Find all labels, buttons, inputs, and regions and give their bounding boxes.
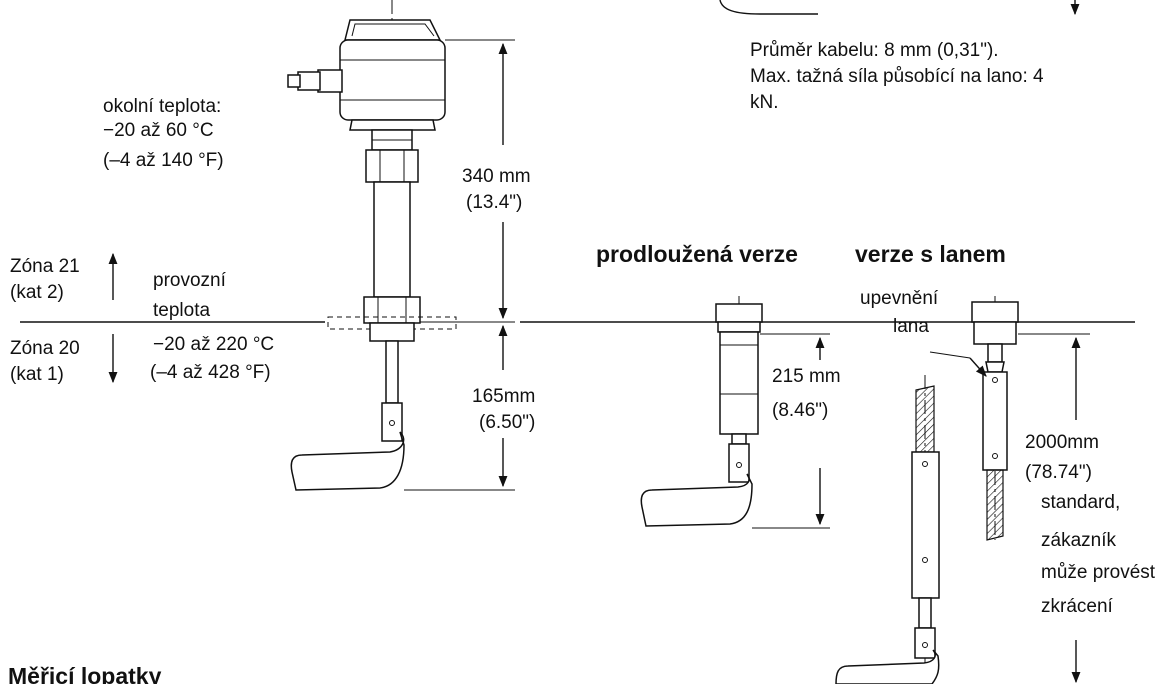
- process-temp-fahrenheit: (–4 až 428 °F): [150, 362, 271, 383]
- ambient-temp-label: okolní teplota:: [103, 96, 221, 117]
- cable-length-mm: 2000mm: [1025, 432, 1099, 453]
- zone-20-category: (kat 1): [10, 364, 64, 385]
- section-title: Měřicí lopatky: [8, 663, 162, 684]
- cable-length-note-4: zkrácení: [1041, 596, 1114, 617]
- process-temp-label-2: teplota: [153, 300, 210, 321]
- cable-length-inch: (78.74"): [1025, 462, 1092, 483]
- cable-length-note-2: zákazník: [1041, 530, 1116, 551]
- paddle-dim-mm: 165mm: [472, 386, 535, 407]
- paddle-dim-inch: (6.50"): [479, 412, 535, 433]
- ambient-temp-celsius: −20 až 60 °C: [103, 120, 214, 141]
- cable-version-title: verze s lanem: [855, 241, 1006, 267]
- cable-version-device: [835, 296, 1090, 685]
- process-temp-label-1: provozní: [153, 270, 227, 291]
- ambient-temp-fahrenheit: (–4 až 140 °F): [103, 150, 224, 171]
- extension-dim-mm: 215 mm: [772, 366, 841, 387]
- cable-tensile-text-2: kN.: [750, 92, 779, 113]
- cable-tensile-text-1: Max. tažná síla působící na lano: 4: [750, 66, 1044, 87]
- housing-dim-inch: (13.4"): [466, 192, 522, 213]
- top-paddle-fragment: [719, 0, 1080, 16]
- zone-20-label: Zóna 20: [10, 338, 80, 359]
- process-temp-celsius: −20 až 220 °C: [153, 334, 274, 355]
- standard-dimensions: [404, 39, 515, 491]
- extended-version-device: [640, 296, 830, 529]
- cable-fixing-label-1: upevnění: [860, 288, 939, 309]
- standard-version-device: [287, 0, 457, 491]
- housing-dim-mm: 340 mm: [462, 166, 531, 187]
- cable-fixing-label-2: lana: [893, 316, 929, 337]
- extension-dim-inch: (8.46"): [772, 400, 828, 421]
- cable-diameter-text: Průměr kabelu: 8 mm (0,31").: [750, 40, 999, 61]
- zone-21-label: Zóna 21: [10, 256, 80, 277]
- extended-version-title: prodloužená verze: [596, 241, 798, 267]
- cable-length-note-1: standard,: [1041, 492, 1120, 513]
- zone-21-category: (kat 2): [10, 282, 64, 303]
- cable-length-note-3: může provést: [1041, 562, 1156, 583]
